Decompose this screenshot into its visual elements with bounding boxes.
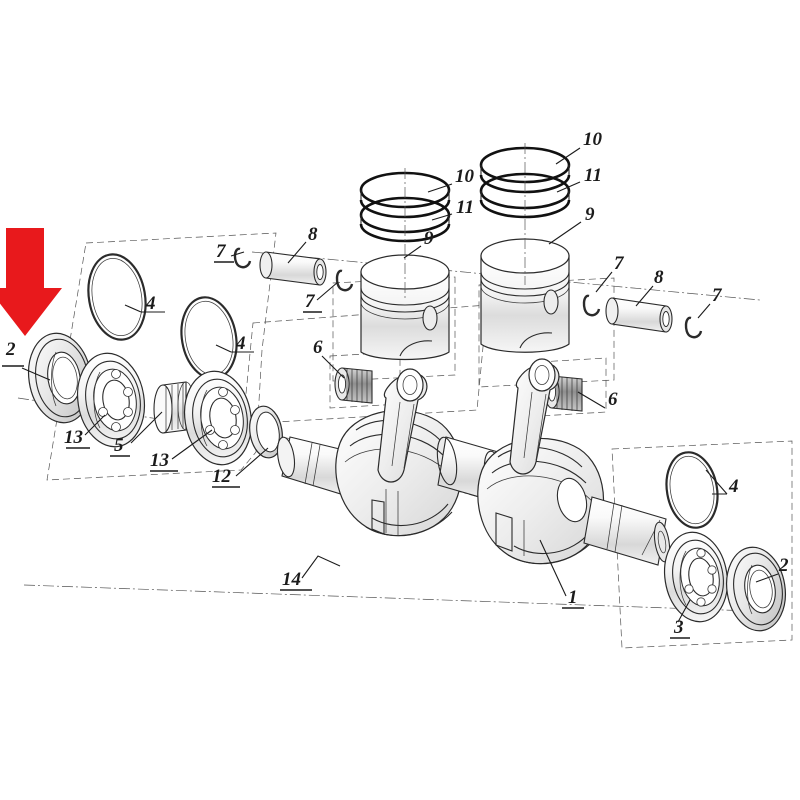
crank-web-right [477, 437, 605, 565]
part-main-bearing-b [183, 370, 253, 466]
callout-4-c: 4 [728, 476, 739, 497]
part-circlip-a [233, 247, 252, 269]
part-circlip-c [582, 294, 601, 317]
group-boundary-left [46, 232, 277, 481]
callout-7-d: 7 [712, 285, 723, 306]
callout-10-b: 10 [583, 129, 603, 150]
callout-6-b: 6 [608, 389, 618, 410]
callout-14: 14 [282, 569, 301, 590]
callout-11-b: 11 [584, 165, 602, 186]
callout-11-a: 11 [456, 197, 474, 218]
part-washer [249, 405, 283, 459]
part-o-ring-a [87, 253, 147, 341]
part-spacer-sleeve [153, 381, 195, 434]
part-crankshaft-assembly [276, 358, 671, 566]
part-oil-seal-right [726, 546, 786, 632]
part-o-ring-c [665, 451, 719, 529]
part-connecting-rod-left [377, 368, 428, 483]
callout-9-a: 9 [424, 228, 434, 249]
callout-6-a: 6 [313, 337, 323, 358]
callout-7-a: 7 [216, 241, 227, 262]
callout-labels: 2 4 4 13 5 13 12 7 8 7 10 11 9 10 11 9 7… [5, 129, 789, 638]
callout-1: 1 [568, 587, 578, 608]
callout-13-b: 13 [150, 450, 169, 471]
part-circlip-b [335, 269, 354, 292]
part-connecting-rod-right [509, 358, 560, 475]
callout-7-b: 7 [305, 291, 316, 312]
part-main-bearing-right [663, 531, 729, 623]
callout-7-c: 7 [614, 253, 625, 274]
callout-12: 12 [212, 466, 232, 487]
part-piston-pin-a [259, 251, 327, 286]
callout-3: 3 [673, 617, 684, 638]
callout-4-a: 4 [145, 293, 156, 314]
callout-9-b: 9 [585, 204, 595, 225]
leader-lines [2, 147, 779, 639]
callout-8-a: 8 [308, 224, 318, 245]
callout-4-b: 4 [235, 333, 246, 354]
group-boundary-right [611, 440, 793, 649]
part-circlip-d [684, 316, 703, 339]
callout-5: 5 [114, 435, 124, 456]
red-down-arrow [0, 228, 62, 336]
callout-2-right: 2 [778, 555, 789, 576]
callout-13-a: 13 [64, 427, 83, 448]
part-piston-pin-b [605, 297, 673, 333]
part-needle-bearing-a [334, 367, 373, 404]
callout-2-left: 2 [5, 339, 16, 360]
part-piston-right [480, 238, 570, 353]
callout-8-b: 8 [654, 267, 664, 288]
callout-10-a: 10 [455, 166, 475, 187]
